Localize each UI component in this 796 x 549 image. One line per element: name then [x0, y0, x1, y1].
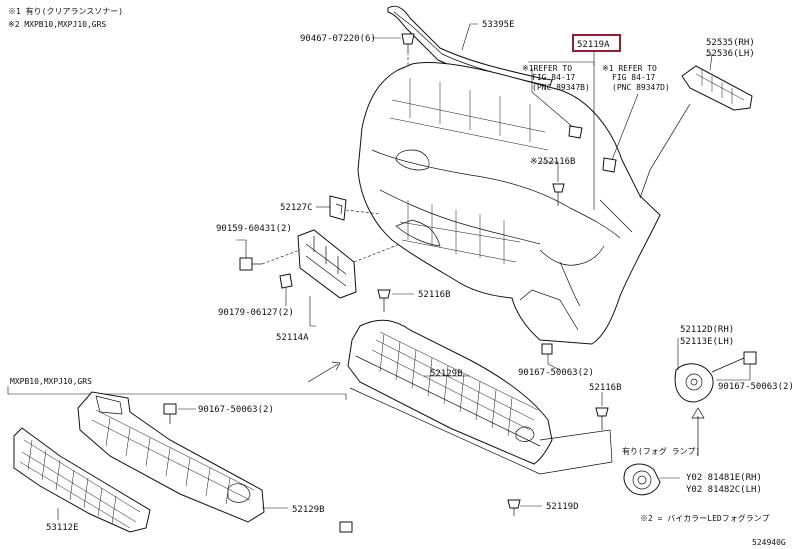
label-90467[interactable]: 90467-07220(6) — [300, 34, 376, 44]
label-52116b-bottom[interactable]: 52116B — [589, 383, 622, 393]
leader-52535 — [706, 54, 713, 71]
label-52535[interactable]: 52535(RH) — [706, 38, 755, 48]
label-81482c[interactable]: Y02 81482C(LH) — [686, 485, 762, 495]
leader-53395e — [461, 23, 478, 51]
clip-variant-bottom[interactable] — [339, 521, 353, 533]
nut-90179[interactable] — [279, 273, 293, 289]
footnote-bicolor-led: ※2 = バイカラーLEDフォグランプ — [640, 513, 769, 523]
lower-grille-52129b-variant[interactable] — [77, 391, 265, 523]
fog-lamp-note: 有り(フォグ ランプ) — [622, 446, 700, 456]
note-models: ※2 MXPB10,MXPJ10,GRS — [8, 20, 106, 29]
clip-90167-center[interactable] — [541, 343, 553, 355]
label-90159[interactable]: 90159-60431(2) — [216, 224, 292, 234]
highlight-52119a — [572, 34, 621, 52]
label-90167-variant[interactable]: 90167-50063(2) — [198, 405, 274, 415]
label-90167-right[interactable]: 90167-50063(2) — [718, 382, 794, 392]
leader-90167-center — [547, 354, 561, 371]
sensor-holder-a[interactable] — [568, 125, 583, 139]
label-81481e[interactable]: Y02 81481E(RH) — [686, 473, 762, 483]
label-52113e[interactable]: 52113E(LH) — [680, 337, 734, 347]
label-53112e[interactable]: 53112E — [46, 523, 79, 533]
screw-90167-right[interactable] — [711, 351, 757, 373]
license-bracket-52114a[interactable] — [297, 229, 357, 299]
front-bumper-cover-52119a[interactable] — [357, 62, 661, 345]
label-90167-center[interactable]: 90167-50063(2) — [518, 368, 594, 378]
clip-90467[interactable] — [401, 33, 415, 52]
label-52112d[interactable]: 52112D(RH) — [680, 325, 734, 335]
clip-52116b-bottom[interactable] — [595, 407, 609, 430]
clip-52116b-middle[interactable] — [377, 289, 391, 312]
group-bracket — [7, 386, 347, 400]
sensor-holder-b[interactable] — [602, 157, 617, 173]
leader-refer-bracket — [528, 61, 595, 66]
note-clearance-sonar: ※1 有り(クリアランスソナー) — [8, 6, 123, 16]
clip-52116b-top[interactable] — [552, 183, 565, 206]
label-52116b-middle[interactable]: 52116B — [418, 290, 451, 300]
label-52129b-main[interactable]: 52129B — [430, 369, 463, 379]
leader-52116b-top — [540, 161, 559, 182]
arrow-lower-grille — [307, 363, 339, 383]
leader-90167-right — [716, 364, 751, 381]
bracket-52127c[interactable] — [329, 195, 347, 221]
refer-b-line2: FIG 84-17 — [612, 73, 656, 82]
refer-b-line1: ※1 REFER TO — [602, 64, 657, 73]
label-52129b-variant[interactable]: 52129B — [292, 505, 325, 515]
leader-refer-a — [531, 68, 575, 129]
label-52119d[interactable]: 52119D — [546, 502, 579, 512]
group-label: MXPB10,MXPJ10,GRS — [10, 377, 92, 386]
lower-grille-52129b[interactable] — [347, 319, 613, 475]
refer-b-line3: (PNC 89347D) — [612, 83, 670, 92]
figure-code: 524940G — [752, 538, 786, 547]
label-52536[interactable]: 52536(LH) — [706, 49, 755, 59]
fog-cover-52112d[interactable] — [674, 363, 714, 403]
leader-refer-b — [611, 93, 639, 161]
clip-52119d[interactable] — [507, 499, 521, 516]
leader-90159 — [236, 239, 247, 258]
lower-grille-53112e[interactable] — [13, 427, 151, 533]
label-53395e[interactable]: 53395E — [482, 20, 515, 30]
refer-a-line1: ※1REFER TO — [522, 64, 572, 73]
label-52119a[interactable]: 52119A — [577, 40, 610, 50]
label-90179[interactable]: 90179-06127(2) — [218, 308, 294, 318]
fog-lamp-81481e[interactable] — [623, 463, 661, 496]
screw-90159[interactable] — [239, 257, 262, 271]
label-52127c[interactable]: 52127C — [280, 203, 313, 213]
side-retainer-52535[interactable] — [681, 65, 753, 111]
screw-90167-variant[interactable] — [163, 403, 177, 424]
leader-52114a — [309, 296, 316, 327]
label-52116b-top[interactable]: ※252116B — [530, 157, 575, 167]
refer-a-line3: (PNC 89347B) — [532, 83, 590, 92]
refer-a-line2: FIG 84-17 — [532, 73, 576, 82]
label-52114a[interactable]: 52114A — [276, 333, 309, 343]
